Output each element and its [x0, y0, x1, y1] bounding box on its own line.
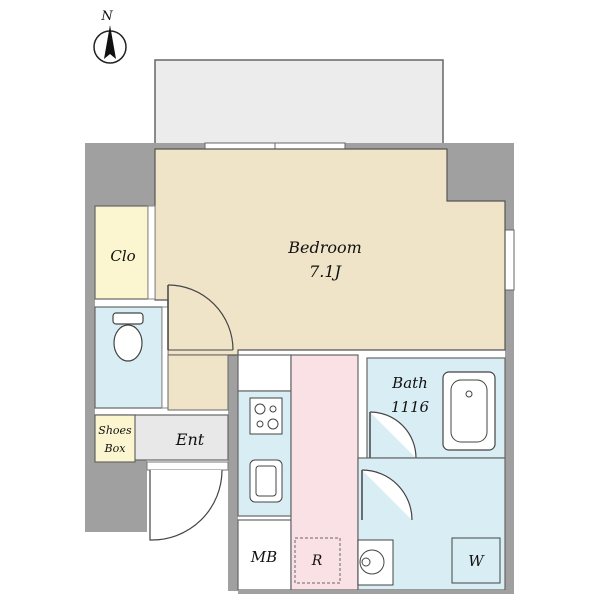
bedroom-floor [154, 148, 506, 356]
north-label: N [100, 9, 113, 24]
bathtub-icon [442, 371, 496, 451]
bath-door[interactable] [369, 411, 417, 459]
sink-icon [249, 459, 283, 503]
bath-size: 1116 [391, 398, 430, 416]
shoes-box [94, 414, 136, 463]
balcony [154, 59, 444, 146]
refrigerator-space [294, 537, 341, 584]
compass: N [93, 9, 127, 64]
closet-door[interactable] [147, 205, 156, 300]
closet-label: Clo [110, 247, 135, 265]
shoes-box-label-line2: Box [104, 442, 127, 455]
meter-box-label: MB [250, 548, 277, 566]
hall-floor [167, 354, 229, 411]
bedroom-size: 7.1J [309, 262, 342, 281]
wall-left [85, 206, 95, 531]
washroom-door[interactable] [361, 469, 413, 521]
entrance-door[interactable] [146, 461, 229, 541]
toilet-door-frame [161, 306, 169, 409]
closet [94, 205, 149, 300]
entrance-label: Ent [175, 430, 205, 449]
stove-icon [249, 397, 283, 435]
wall-bottom [238, 590, 514, 594]
north-arrow-icon [104, 25, 116, 59]
wall-right [505, 201, 514, 591]
wall-top-right [447, 143, 514, 201]
shoes-box-label-line1: Shoes [98, 424, 132, 437]
washbasin-icon [357, 539, 394, 586]
washer-label: W [468, 552, 485, 570]
bath-label: Bath [391, 374, 428, 392]
kitchen-upper-space [237, 354, 292, 392]
bedroom-label: Bedroom [287, 238, 362, 257]
toilet-icon [112, 312, 144, 362]
wall-bottom-left [85, 460, 147, 532]
wall-top-left [85, 143, 155, 206]
window-right [504, 229, 515, 291]
washer-space [451, 537, 501, 584]
meter-box [237, 519, 292, 591]
refrigerator-label: R [311, 553, 323, 569]
wall-kitchen-left [228, 355, 238, 591]
bedroom-door[interactable] [167, 284, 234, 351]
